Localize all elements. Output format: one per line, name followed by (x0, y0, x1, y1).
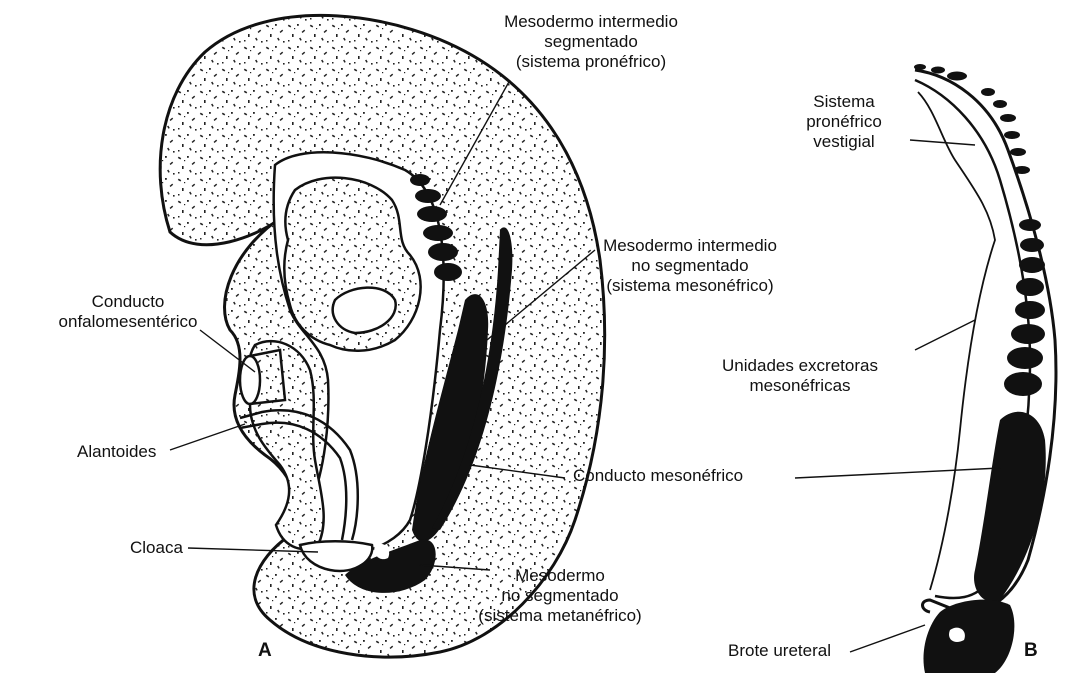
metanephric-blastema-b (923, 600, 1014, 673)
pronephric-vestigial-blobs (914, 64, 1030, 174)
label-vestigial-pronephros: Sistema pronéfrico vestigial (784, 92, 904, 152)
label-omphalomesenteric-duct: Conducto onfalomesentérico (42, 292, 214, 332)
label-mesonephric-unsegmented: Mesodermo intermedio no segmentado (sist… (590, 236, 790, 296)
label-allantois: Alantoides (77, 442, 156, 462)
panel-label-b: B (1024, 640, 1038, 662)
label-excretory-units: Unidades excretoras mesonéfricas (700, 356, 900, 396)
label-cloaca: Cloaca (130, 538, 183, 558)
panel-label-a: A (258, 640, 272, 662)
label-mesonephric-duct: Conducto mesonéfrico (573, 466, 743, 486)
label-metanephric-mesoderm: Mesodermo no segmentado (sistema metanéf… (470, 566, 650, 626)
label-ureteric-bud: Brote ureteral (728, 641, 831, 661)
label-pronephric-segmented: Mesodermo intermedio segmentado (sistema… (496, 12, 686, 72)
